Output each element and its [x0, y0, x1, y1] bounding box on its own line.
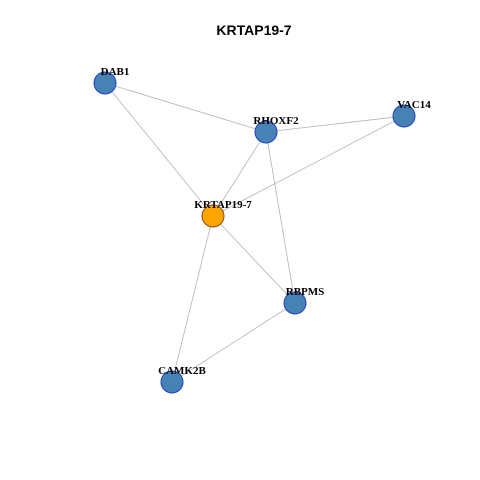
edge-rbpms-camk2b: [171, 302, 296, 383]
edge-rhoxf2-vac14: [265, 115, 405, 133]
node-label-camk2b: CAMK2B: [158, 365, 206, 377]
node-label-rhoxf2: RHOXF2: [253, 115, 299, 127]
node-label-vac14: VAC14: [397, 99, 431, 111]
edge-rhoxf2-rbpms: [265, 131, 296, 304]
node-rhoxf2[interactable]: [254, 120, 278, 144]
node-vac14[interactable]: [392, 104, 416, 128]
node-label-dab1: DAB1: [101, 66, 130, 78]
edge-rhoxf2-krtap19-7: [212, 131, 267, 217]
nodes-layer: [93, 71, 416, 394]
node-label-rbpms: RBPMS: [286, 286, 325, 298]
node-label-krtap19-7: KRTAP19-7: [194, 199, 252, 211]
edges-layer: [104, 82, 405, 383]
edge-dab1-krtap19-7: [104, 82, 214, 217]
node-dab1[interactable]: [93, 71, 117, 95]
edge-krtap19-7-camk2b: [171, 215, 214, 383]
edge-vac14-krtap19-7: [212, 115, 405, 217]
graph-title: KRTAP19-7: [216, 22, 291, 38]
node-rbpms[interactable]: [283, 291, 307, 315]
node-camk2b[interactable]: [160, 370, 184, 394]
node-krtap19-7[interactable]: [201, 204, 225, 228]
edge-dab1-rhoxf2: [104, 82, 267, 133]
edge-krtap19-7-rbpms: [212, 215, 296, 304]
